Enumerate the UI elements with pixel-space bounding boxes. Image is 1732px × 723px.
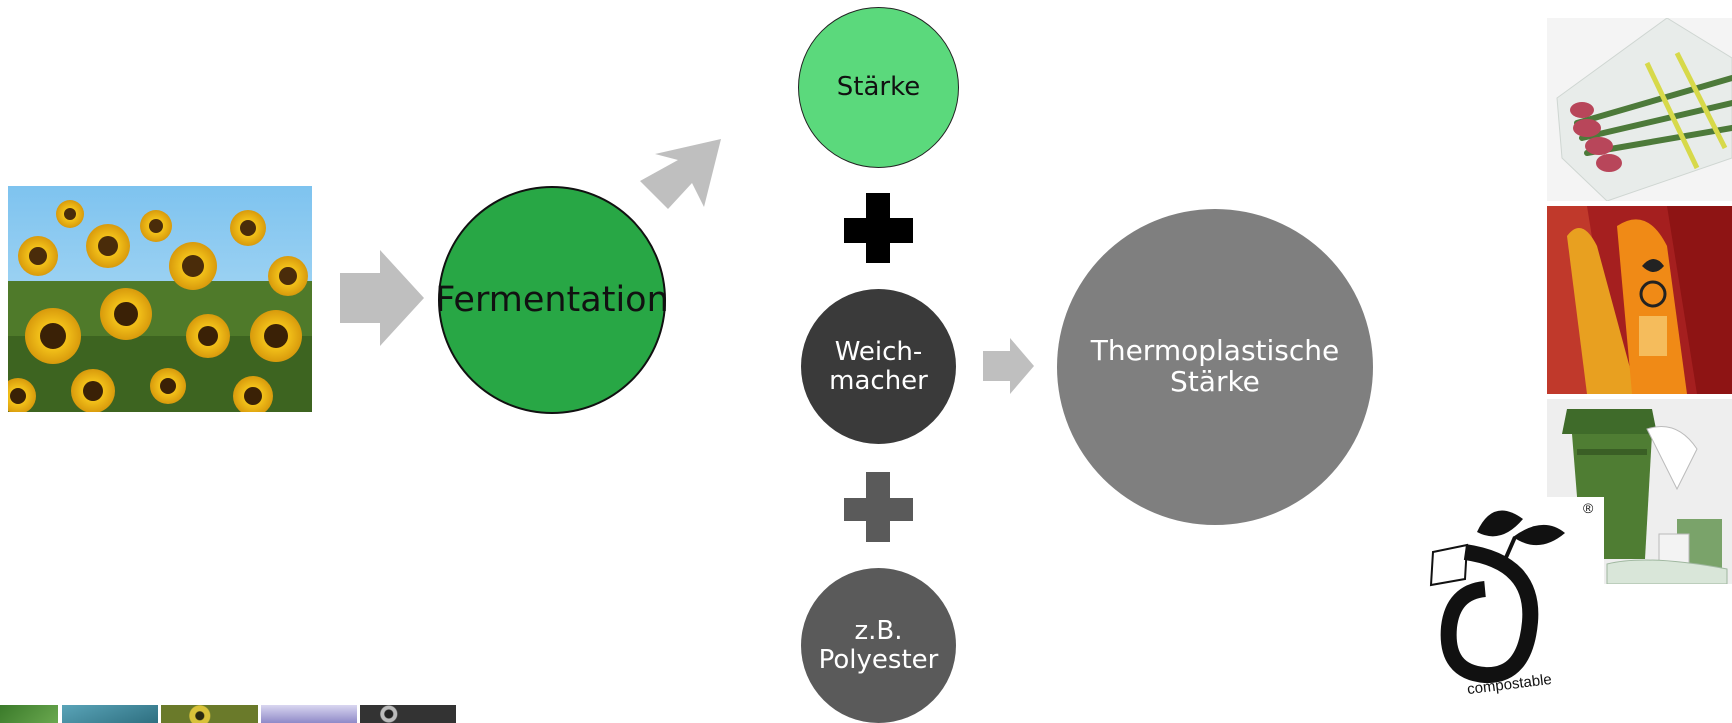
starch-node: Stärke [798, 7, 959, 168]
arrow-to-thermoplastic [983, 338, 1034, 394]
thermoplastic-label: Thermoplastische Stärke [1090, 334, 1340, 398]
arrow-to-starch [640, 139, 721, 209]
sunflower-photo [8, 186, 312, 412]
chili-packaging-photo [1547, 206, 1732, 394]
plus-bottom-icon [844, 472, 913, 542]
plasticizer-node: Weich- macher [801, 289, 956, 444]
polyester-label: z.B. Polyester [818, 615, 939, 675]
fermentation-label: Fermentation [435, 279, 669, 320]
teal-thumb [62, 705, 158, 723]
plus-top-icon [844, 193, 913, 263]
registered-mark: ® [1583, 500, 1594, 516]
compostable-logo: ® compostable [1415, 497, 1604, 702]
arrow-to-fermentation [340, 250, 424, 346]
thermoplastic-node: Thermoplastische Stärke [1057, 209, 1373, 525]
factory-thumb [261, 705, 357, 723]
polyester-node: z.B. Polyester [801, 568, 956, 723]
fermentation-node: Fermentation [435, 186, 669, 414]
starch-label: Stärke [836, 72, 921, 103]
sunflower-thumb [161, 705, 258, 723]
tulip-bouquet-photo [1547, 18, 1732, 201]
plasticizer-label: Weich- macher [829, 336, 928, 396]
grass-thumb [0, 705, 58, 723]
foam-thumb [360, 705, 456, 723]
